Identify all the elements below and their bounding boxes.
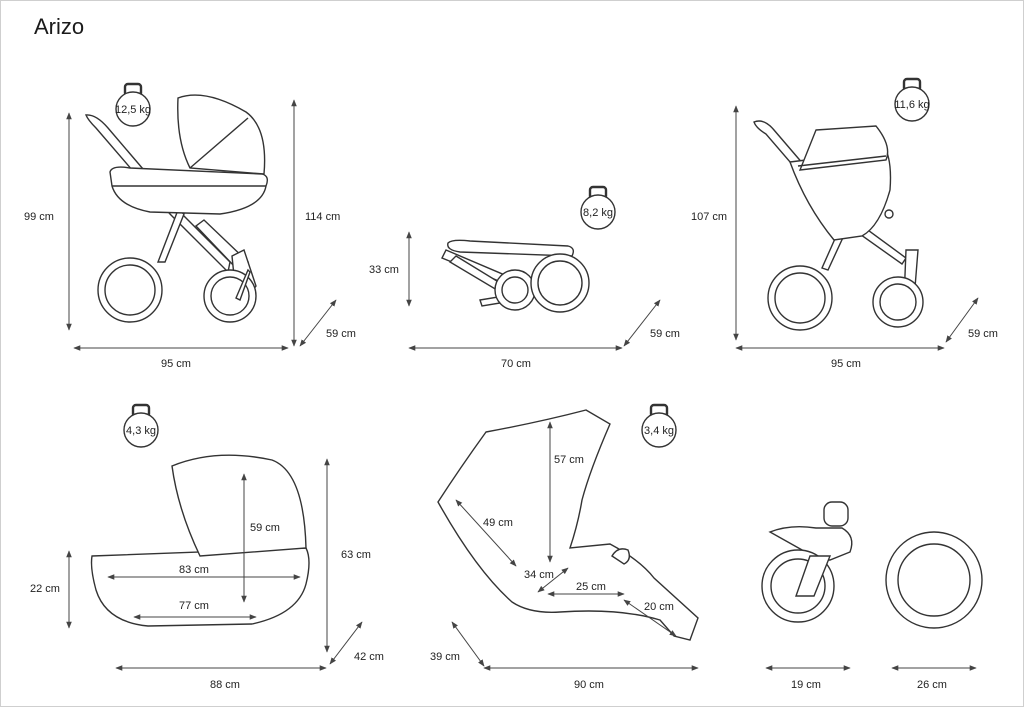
- dimension-label: 19 cm: [791, 679, 821, 691]
- dimension-label: 26 cm: [917, 679, 947, 691]
- dimension-label: 99 cm: [24, 211, 54, 223]
- seat-stroller-illustration: [753, 120, 924, 331]
- dimension-line: [623, 599, 677, 637]
- dimension-label: 25 cm: [576, 581, 606, 593]
- weight-label: 3,4 kg: [644, 425, 674, 437]
- dimension-label: 33 cm: [369, 264, 399, 276]
- weight-icon: 12,5 kg: [114, 82, 152, 128]
- dimension-label: 83 cm: [179, 564, 209, 576]
- dimension-label: 95 cm: [831, 358, 861, 370]
- weight-label: 8,2 kg: [583, 207, 613, 219]
- dimension-label: 20 cm: [644, 601, 674, 613]
- dimension-label: 88 cm: [210, 679, 240, 691]
- weight-label: 4,3 kg: [126, 425, 156, 437]
- dimension-label: 22 cm: [30, 583, 60, 595]
- dimension-line: [537, 567, 569, 593]
- dimension-label: 59 cm: [968, 328, 998, 340]
- dimension-label: 107 cm: [691, 211, 727, 223]
- carrycot-stroller-illustration: [85, 94, 269, 323]
- dimension-label: 34 cm: [524, 569, 554, 581]
- dimension-line: [455, 499, 517, 567]
- dimension-label: 90 cm: [574, 679, 604, 691]
- dimension-label: 42 cm: [354, 651, 384, 663]
- weight-icon: 8,2 kg: [579, 185, 617, 231]
- dimension-label: 49 cm: [483, 517, 513, 529]
- weight-label: 12,5 kg: [115, 104, 151, 116]
- weight-icon: 4,3 kg: [122, 403, 160, 449]
- rear-wheel-illustration: [885, 531, 983, 629]
- dimension-label: 59 cm: [650, 328, 680, 340]
- dimension-label: 63 cm: [341, 549, 371, 561]
- product-title: Arizo: [34, 14, 85, 39]
- dimension-label: 39 cm: [430, 651, 460, 663]
- weight-label: 11,6 kg: [894, 99, 929, 111]
- dimension-line: [299, 299, 337, 347]
- weight-icon: 11,6 kg: [893, 77, 931, 123]
- dimension-label: 114 cm: [305, 211, 340, 223]
- dimension-label: 70 cm: [501, 358, 531, 370]
- dimension-label: 59 cm: [326, 328, 356, 340]
- front-wheel-illustration: [761, 501, 853, 623]
- weight-icon: 3,4 kg: [640, 403, 678, 449]
- dimension-line: [329, 621, 363, 665]
- dimension-line: [945, 297, 979, 343]
- dimension-label: 95 cm: [161, 358, 191, 370]
- dimension-line: [451, 621, 485, 667]
- dimension-label: 57 cm: [554, 454, 584, 466]
- folded-frame-illustration: [441, 239, 590, 313]
- carrycot-illustration: [90, 454, 310, 627]
- dimension-line: [623, 299, 661, 347]
- dimension-label: 59 cm: [250, 522, 280, 534]
- dimension-label: 77 cm: [179, 600, 209, 612]
